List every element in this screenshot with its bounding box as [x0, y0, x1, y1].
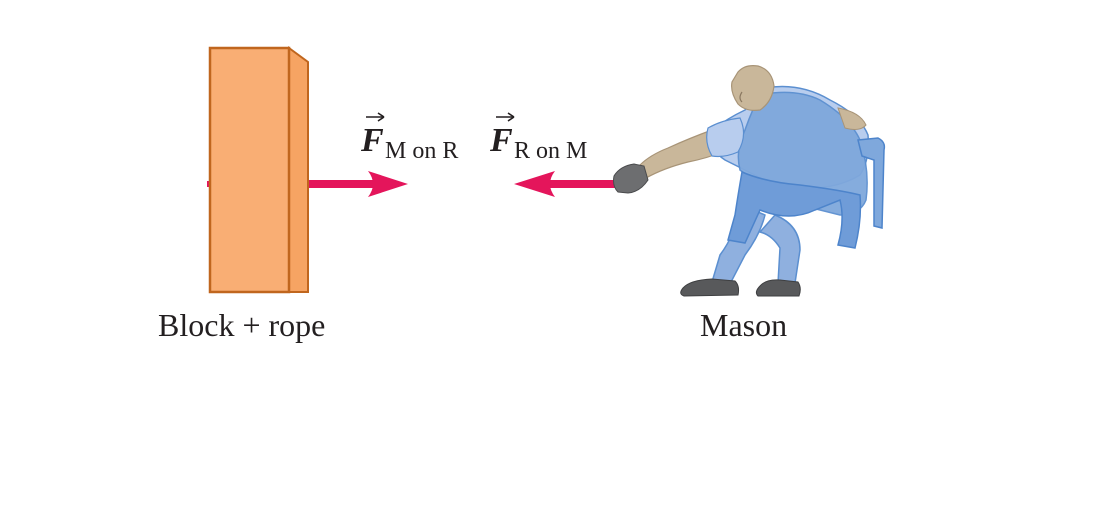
- force-label-r-on-m: F R on M: [489, 112, 587, 164]
- force-arrow-right-icon: [309, 171, 408, 197]
- force-subscript: R on M: [514, 138, 587, 164]
- force-arrow-left-icon: [514, 171, 618, 197]
- block-side-face: [288, 46, 309, 293]
- block-icon: [207, 46, 309, 294]
- force-label-m-on-r: F M on R: [360, 112, 458, 164]
- mason-label: Mason: [700, 307, 787, 343]
- mason-figure-icon: [613, 65, 886, 297]
- force-symbol: F: [360, 122, 384, 159]
- block-rope-label: Block + rope: [158, 307, 325, 343]
- force-symbol: F: [489, 122, 513, 159]
- block-front-face: [208, 46, 291, 294]
- force-subscript: M on R: [385, 138, 458, 164]
